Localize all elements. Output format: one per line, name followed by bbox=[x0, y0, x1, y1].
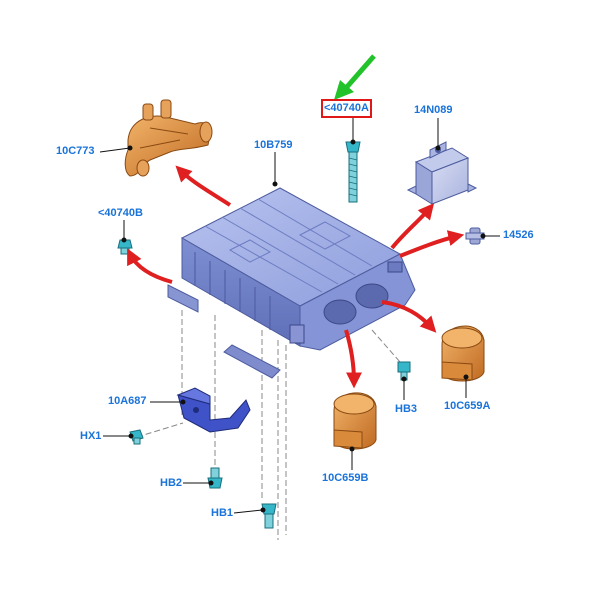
exploded-view-arrows bbox=[127, 165, 465, 389]
callout-10c773[interactable]: 10C773 bbox=[56, 145, 95, 157]
relay-module[interactable] bbox=[406, 141, 478, 205]
nut-hx1[interactable] bbox=[129, 429, 144, 445]
callout-10b759[interactable]: 10B759 bbox=[254, 139, 293, 151]
callout-14n089[interactable]: 14N089 bbox=[414, 104, 453, 116]
assembly-guide-lines bbox=[136, 310, 401, 540]
callout-14526[interactable]: 14526 bbox=[503, 229, 534, 241]
cover-10c659a[interactable] bbox=[441, 325, 485, 382]
callout-hb2[interactable]: HB2 bbox=[160, 477, 183, 489]
bolt-40740a[interactable] bbox=[345, 141, 361, 203]
bolt-40740b[interactable] bbox=[117, 239, 133, 255]
callout-40740b[interactable]: <40740B bbox=[98, 207, 143, 219]
callout-10a687[interactable]: 10A687 bbox=[108, 395, 147, 407]
mounting-bracket[interactable] bbox=[176, 387, 251, 433]
callout-10c659b[interactable]: 10C659B bbox=[322, 472, 369, 484]
green-arrow-icon bbox=[334, 54, 376, 100]
coolant-manifold[interactable] bbox=[124, 99, 213, 177]
bolt-hb1[interactable] bbox=[261, 503, 277, 529]
inverter-module[interactable] bbox=[167, 187, 416, 379]
callout-hb1[interactable]: HB1 bbox=[211, 507, 234, 519]
leader-lines bbox=[99, 118, 500, 514]
callout-40740a[interactable]: <40740A bbox=[321, 99, 372, 118]
callout-hx1[interactable]: HX1 bbox=[80, 430, 102, 442]
callout-hb3[interactable]: HB3 bbox=[395, 403, 418, 415]
callout-10c659a[interactable]: 10C659A bbox=[444, 400, 491, 412]
cover-10c659b[interactable] bbox=[333, 392, 377, 450]
harness-clip[interactable] bbox=[465, 227, 485, 245]
